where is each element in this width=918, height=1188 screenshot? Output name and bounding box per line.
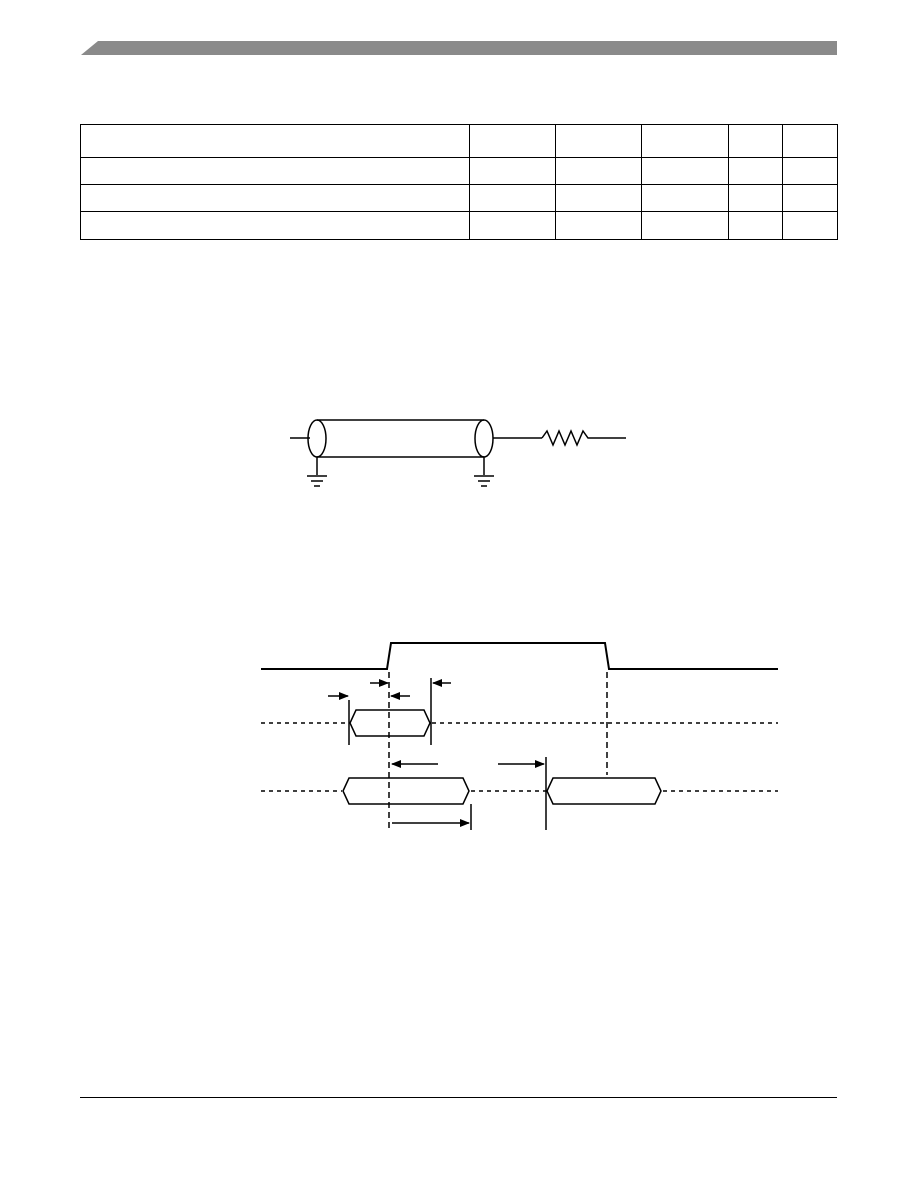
table-cell — [555, 211, 642, 240]
table-cell — [555, 124, 642, 158]
output-data-window-1 — [342, 777, 470, 805]
table-cell — [728, 184, 783, 212]
table-cell — [555, 157, 642, 185]
table-cell — [80, 124, 470, 158]
table-cell — [782, 157, 838, 185]
table-row — [80, 124, 838, 158]
table-cell — [80, 211, 470, 240]
table-cell — [641, 124, 729, 158]
table-cell — [728, 211, 783, 240]
table-cell — [728, 157, 783, 185]
coax-left-end — [307, 419, 327, 458]
header-bar — [81, 41, 837, 55]
table-row — [80, 157, 838, 185]
table-cell — [641, 184, 729, 212]
header-gray-band — [81, 41, 837, 55]
coax-right-end — [474, 419, 494, 458]
table-cell — [641, 211, 729, 240]
table-row — [80, 184, 838, 212]
table-cell — [555, 184, 642, 212]
resistor — [541, 429, 626, 447]
table-cell — [80, 157, 470, 185]
table-row — [80, 211, 838, 240]
coax-load-diagram — [290, 419, 626, 487]
input-data-valid-window — [349, 709, 431, 737]
table-cell — [469, 184, 556, 212]
clock-waveform — [261, 642, 778, 670]
table-cell — [469, 211, 556, 240]
table-cell — [782, 211, 838, 240]
table-cell — [728, 124, 783, 158]
table-cell — [782, 124, 838, 158]
table-cell — [469, 157, 556, 185]
spec-table — [80, 124, 838, 240]
timing-diagram — [261, 642, 778, 832]
output-data-window-2 — [546, 777, 662, 805]
ground-symbol-right — [474, 457, 494, 487]
ground-symbol-left — [307, 457, 327, 487]
footer-rule — [80, 1097, 837, 1098]
table-cell — [641, 157, 729, 185]
table-cell — [80, 184, 470, 212]
table-cell — [782, 184, 838, 212]
table-cell — [469, 124, 556, 158]
